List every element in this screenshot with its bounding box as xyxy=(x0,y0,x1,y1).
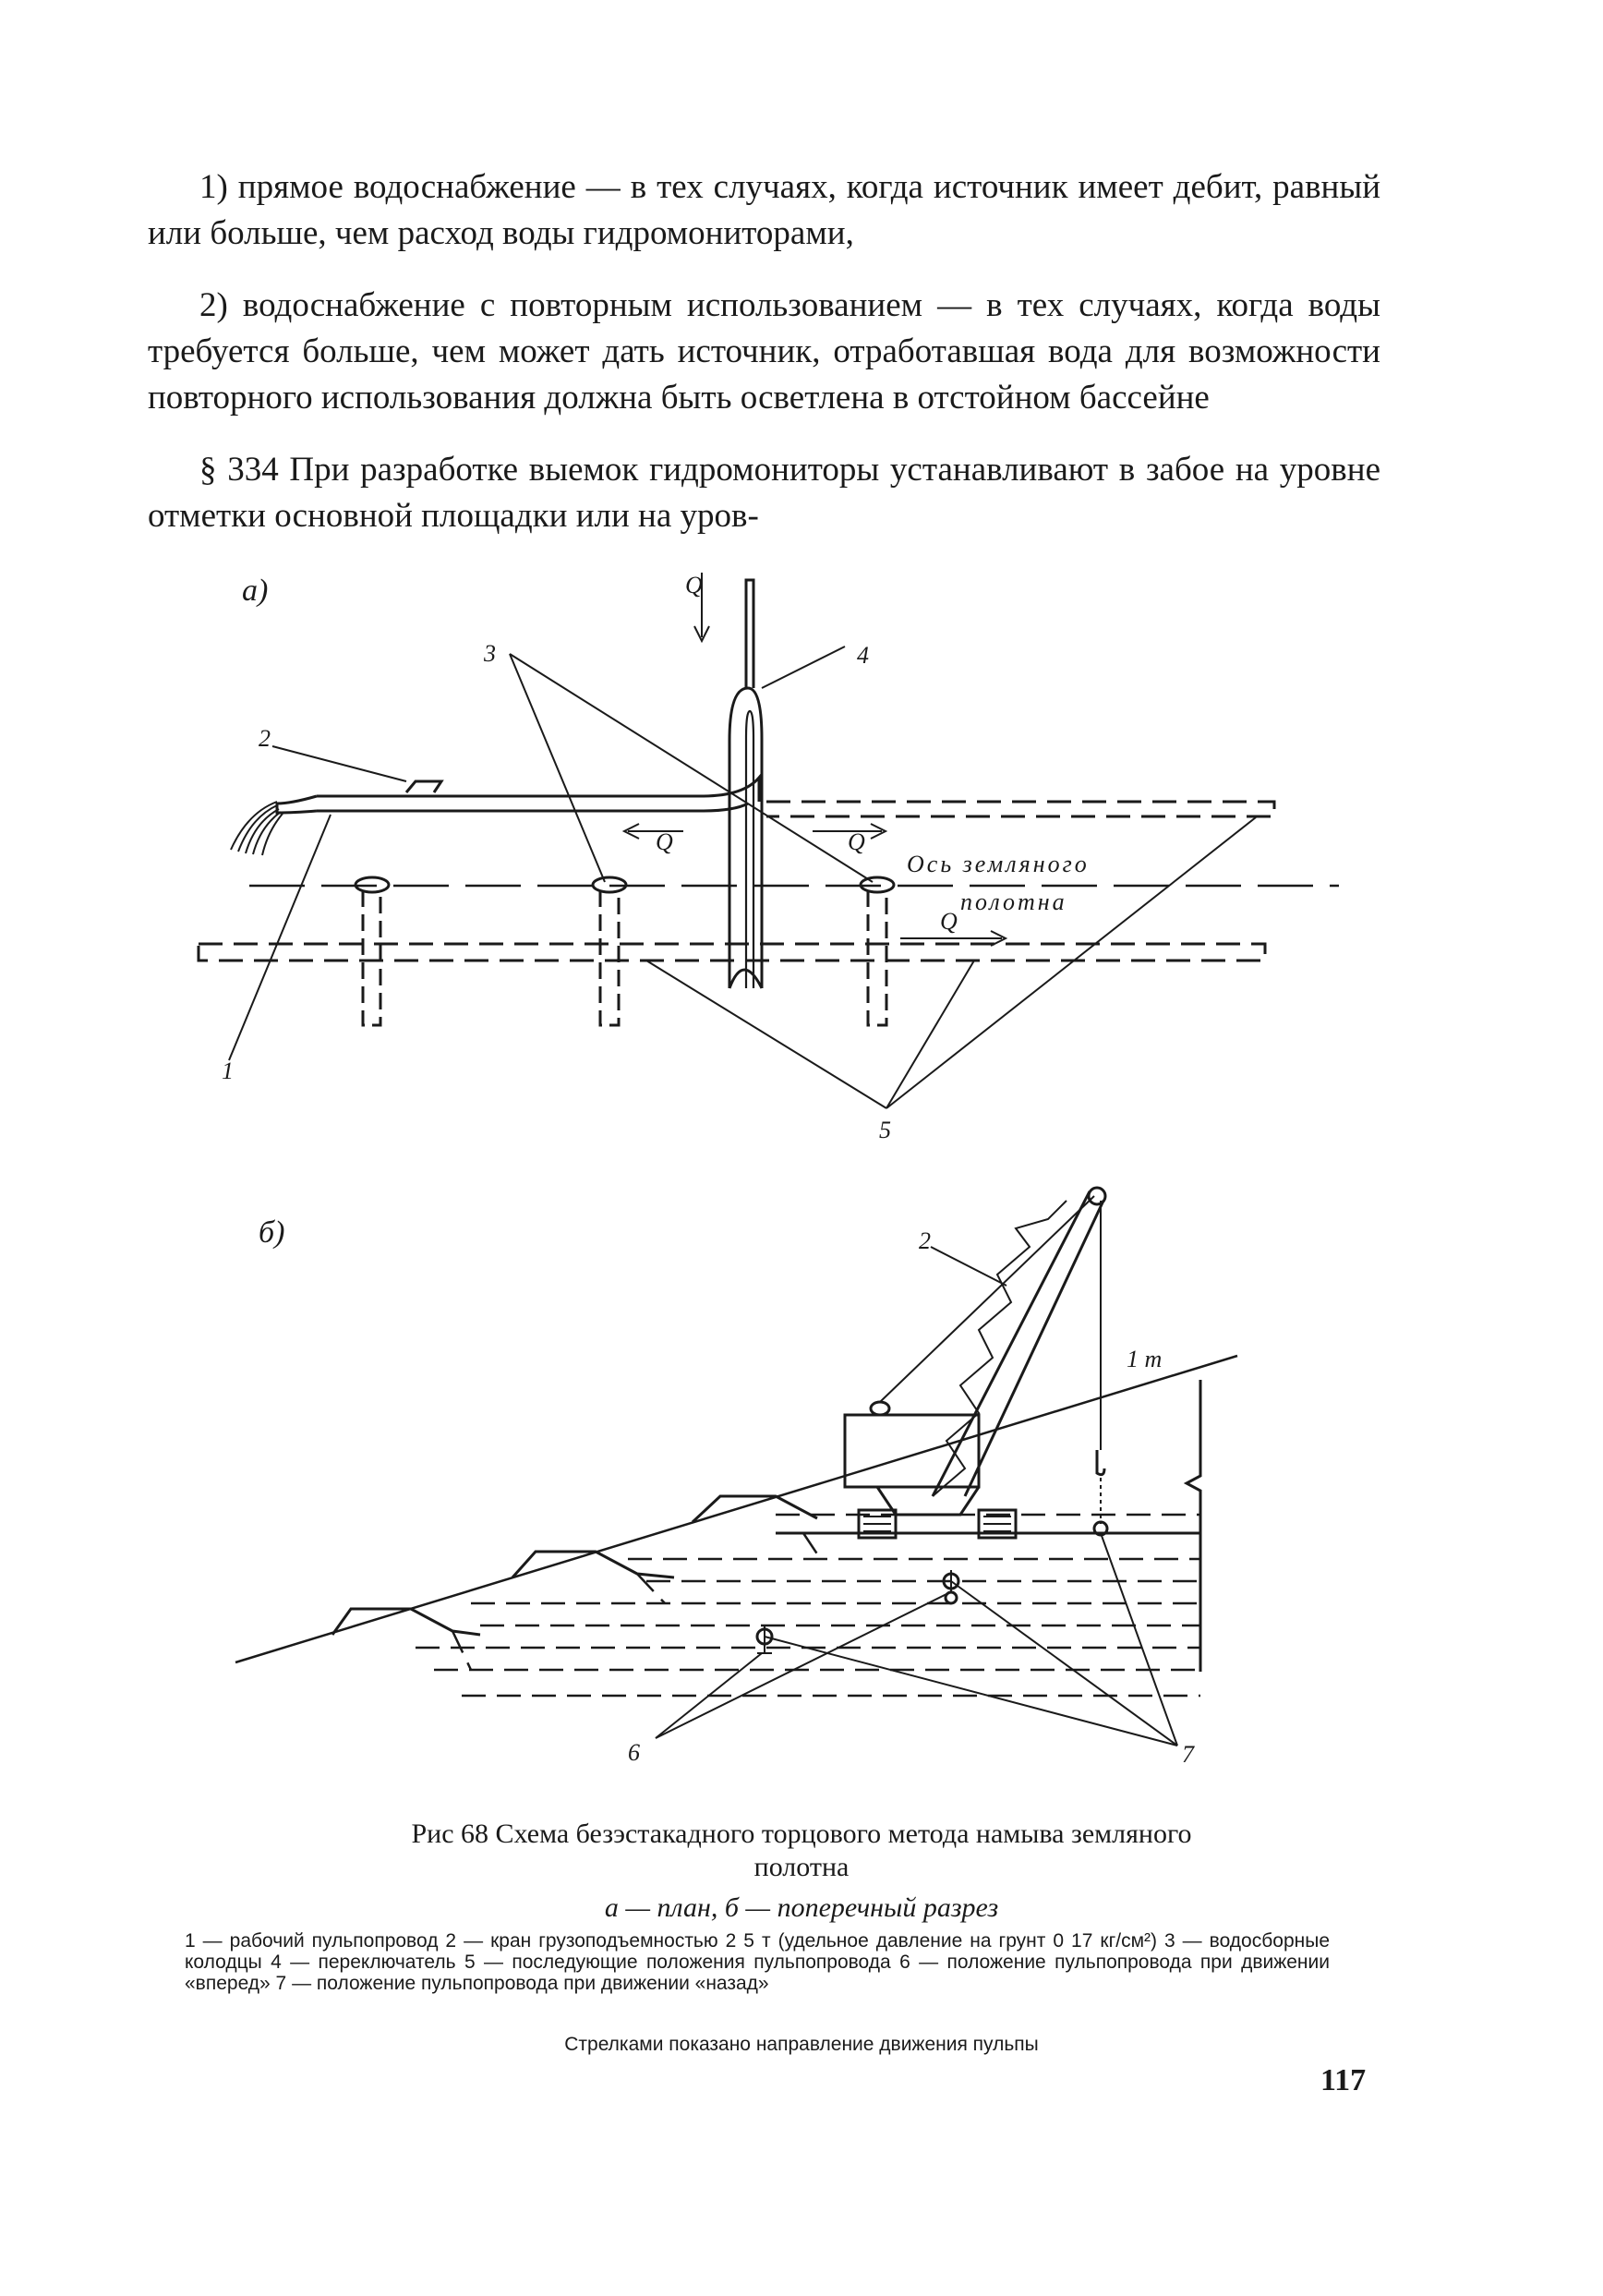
callout-a-2: 2 xyxy=(259,725,271,752)
figure-legend-arrows: Стрелками показано направление движения … xyxy=(564,2034,1039,2055)
slope-label: 1 m xyxy=(1127,1346,1162,1372)
figure-caption-subtitle: а — план, б — поперечный разрез xyxy=(604,1892,999,1923)
callout-a-5: 5 xyxy=(879,1117,891,1143)
panel-a-label: a) xyxy=(242,574,268,608)
callout-b-6: 6 xyxy=(628,1739,640,1766)
flow-label-left: Q xyxy=(656,828,673,855)
panel-b-label: б) xyxy=(259,1215,284,1250)
axis-label-line2: полотна xyxy=(960,888,1067,915)
flow-label-lower: Q xyxy=(940,908,958,935)
caption-line1: Рис 68 Схема безэстакадного торцового ме… xyxy=(411,1819,1192,1849)
flow-label-right: Q xyxy=(848,828,865,855)
figure-legend: 1 — рабочий пульпопровод 2 — кран грузоп… xyxy=(185,1930,1330,1994)
callout-a-4: 4 xyxy=(857,642,869,669)
paragraph-1: 1) прямое водоснабжение — в тех случаях,… xyxy=(148,168,1380,252)
callout-b-2: 2 xyxy=(919,1227,931,1254)
callout-a-1: 1 xyxy=(222,1057,234,1084)
callout-a-3: 3 xyxy=(483,640,496,667)
caption-line2: полотна xyxy=(753,1852,850,1882)
callout-b-7: 7 xyxy=(1182,1741,1195,1768)
paragraph-3: § 334 При разработке выемок гидромонитор… xyxy=(148,451,1380,535)
figure-caption-title: Рис 68 Схема безэстакадного торцового ме… xyxy=(0,1818,1603,1884)
flow-label-top: Q xyxy=(685,572,703,598)
page-number: 117 xyxy=(1320,2063,1367,2097)
axis-label-line1: Ось земляного xyxy=(907,851,1090,877)
paragraph-2: 2) водоснабжение с повторным использован… xyxy=(148,286,1380,417)
